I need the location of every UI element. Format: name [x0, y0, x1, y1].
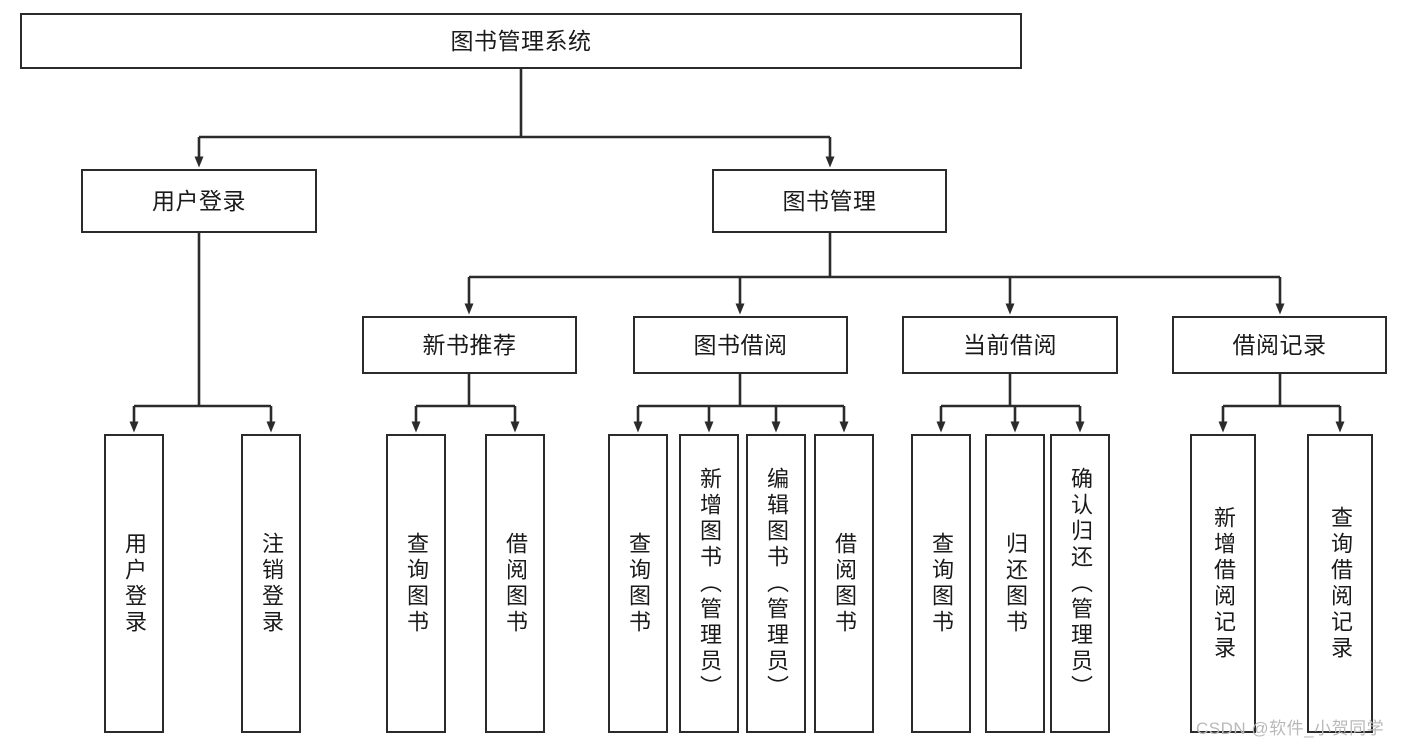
leaf-borrow-book-1[interactable]: 借阅图书 [485, 434, 545, 733]
leaf-query-book-2-label: 查询图书 [626, 531, 651, 636]
node-root[interactable]: 图书管理系统 [20, 13, 1022, 69]
node-book-borrow[interactable]: 图书借阅 [633, 316, 848, 374]
leaf-add-book-label: 新增图书（管理员） [697, 466, 722, 701]
node-borrow-record-label: 借阅记录 [1232, 331, 1327, 358]
leaf-query-borrow-record[interactable]: 查询借阅记录 [1307, 434, 1373, 733]
leaf-query-borrow-record-label: 查询借阅记录 [1328, 505, 1353, 662]
leaf-query-book-3[interactable]: 查询图书 [911, 434, 971, 733]
leaf-confirm-return[interactable]: 确认归还（管理员） [1050, 434, 1110, 733]
leaf-user-login[interactable]: 用户登录 [104, 434, 164, 733]
leaf-edit-book[interactable]: 编辑图书（管理员） [746, 434, 806, 733]
leaf-return-book[interactable]: 归还图书 [985, 434, 1045, 733]
leaf-add-borrow-record-label: 新增借阅记录 [1211, 505, 1236, 662]
csdn-watermark: CSDN @软件_小贺同学 [1196, 719, 1385, 738]
leaf-edit-book-label: 编辑图书（管理员） [764, 466, 789, 701]
node-current-borrow[interactable]: 当前借阅 [902, 316, 1118, 374]
node-new-book-recommend-label: 新书推荐 [422, 331, 517, 358]
node-book-manage[interactable]: 图书管理 [712, 169, 947, 233]
leaf-user-logout-label: 注销登录 [259, 531, 284, 636]
node-root-label: 图书管理系统 [450, 27, 592, 54]
node-book-borrow-label: 图书借阅 [693, 331, 788, 358]
leaf-query-book-1-label: 查询图书 [404, 531, 429, 636]
leaf-add-book[interactable]: 新增图书（管理员） [679, 434, 739, 733]
node-new-book-recommend[interactable]: 新书推荐 [362, 316, 577, 374]
node-user-login-label: 用户登录 [152, 187, 246, 214]
leaf-query-book-1[interactable]: 查询图书 [386, 434, 446, 733]
node-borrow-record[interactable]: 借阅记录 [1172, 316, 1387, 374]
leaf-add-borrow-record[interactable]: 新增借阅记录 [1190, 434, 1256, 733]
node-user-login[interactable]: 用户登录 [81, 169, 317, 233]
node-book-manage-label: 图书管理 [782, 187, 877, 214]
leaf-borrow-book-2-label: 借阅图书 [832, 531, 857, 636]
leaf-borrow-book-1-label: 借阅图书 [503, 531, 528, 636]
leaf-query-book-2[interactable]: 查询图书 [608, 434, 668, 733]
leaf-borrow-book-2[interactable]: 借阅图书 [814, 434, 874, 733]
node-current-borrow-label: 当前借阅 [963, 331, 1057, 358]
leaf-query-book-3-label: 查询图书 [929, 531, 954, 636]
leaf-user-logout[interactable]: 注销登录 [241, 434, 301, 733]
leaf-user-login-label: 用户登录 [122, 531, 147, 636]
leaf-return-book-label: 归还图书 [1003, 531, 1028, 636]
leaf-confirm-return-label: 确认归还（管理员） [1068, 466, 1093, 701]
